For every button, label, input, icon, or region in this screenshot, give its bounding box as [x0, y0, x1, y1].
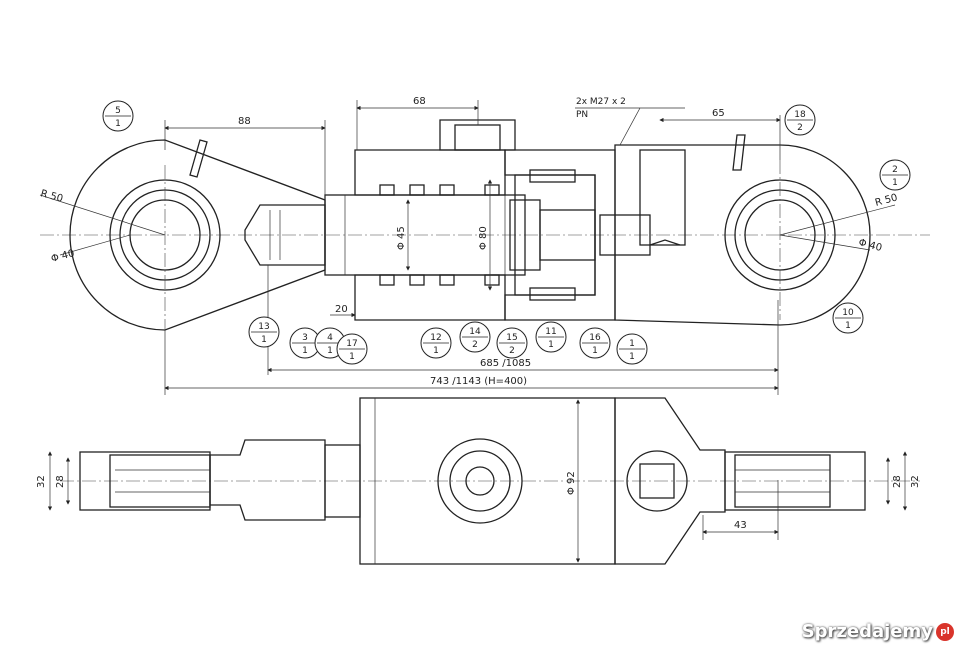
watermark-badge: pl — [936, 622, 954, 641]
dim-bore-dia: Φ 80 — [478, 226, 489, 250]
balloon-2: 21 — [879, 159, 911, 191]
balloon-11: 111 — [535, 321, 567, 353]
watermark: Sprzedajemy pl — [802, 621, 954, 642]
balloon-bottom-text: 2 — [509, 346, 515, 356]
balloon-bottom-text: 1 — [433, 346, 439, 356]
balloon-14: 142 — [459, 321, 491, 353]
balloon-top-text: 3 — [302, 333, 308, 343]
plan-view: 32 28 32 28 Φ 92 43 — [36, 397, 921, 565]
balloon-1: 11 — [616, 333, 648, 365]
dim-20: 20 — [335, 304, 348, 315]
balloon-top-text: 15 — [506, 333, 517, 343]
dim-rod-dia: Φ 45 — [396, 226, 407, 250]
balloon-bottom-text: 1 — [302, 346, 308, 356]
rod-plan — [209, 439, 326, 521]
right-eye-bore — [724, 179, 836, 291]
dim-32-left: 32 — [36, 475, 47, 488]
balloon-bottom-text: 1 — [592, 346, 598, 356]
balloon-bottom-text: 1 — [629, 352, 635, 362]
rear-block-plan — [614, 397, 726, 565]
dim-port: 2x M27 x 2 — [576, 97, 626, 107]
dim-total: 743 /1143 (H=400) — [430, 376, 527, 387]
dim-r50-left: R 50 — [39, 188, 64, 205]
dim-88: 88 — [238, 116, 251, 127]
left-grease-nipple — [189, 139, 208, 178]
balloon-18: 182 — [784, 104, 816, 136]
watermark-text: Sprzedajemy — [801, 621, 933, 642]
dim-43: 43 — [734, 520, 747, 531]
balloon-top-text: 5 — [115, 106, 121, 116]
dim-68: 68 — [413, 96, 426, 107]
balloon-3: 31 — [289, 327, 321, 359]
dim-32-right: 32 — [910, 475, 921, 488]
balloon-bottom-text: 1 — [845, 321, 851, 331]
dimension-lines — [39, 100, 896, 395]
balloon-bottom-text: 1 — [261, 335, 267, 345]
balloon-bottom-text: 1 — [892, 178, 898, 188]
balloon-bottom-text: 1 — [349, 352, 355, 362]
balloon-10: 101 — [832, 302, 864, 334]
balloon-top-text: 12 — [430, 333, 441, 343]
dim-28-right: 28 — [892, 475, 903, 488]
balloon-bottom-text: 2 — [797, 123, 803, 133]
balloon-12: 121 — [420, 327, 452, 359]
balloon-top-text: 16 — [589, 333, 601, 343]
port-rear-plan — [626, 450, 688, 512]
balloon-bottom-text: 1 — [548, 340, 554, 350]
balloon-top-text: 14 — [469, 327, 481, 337]
dim-65: 65 — [712, 108, 725, 119]
balloon-top-text: 2 — [892, 165, 898, 175]
balloon-13: 131 — [248, 316, 280, 348]
right-port-bore — [639, 149, 686, 246]
dim-d40-left: Φ 40 — [50, 248, 76, 265]
right-eye-plan — [724, 451, 866, 511]
dim-r50-right: R 50 — [874, 192, 899, 209]
right-grease-nipple — [732, 134, 746, 171]
balloon-top-text: 13 — [258, 322, 269, 332]
balloon-top-text: 4 — [327, 333, 333, 343]
dim-d40-right: Φ 40 — [857, 237, 883, 254]
balloon-top-text: 17 — [346, 339, 357, 349]
balloon-16: 161 — [579, 327, 611, 359]
balloon-bottom-text: 2 — [472, 340, 478, 350]
balloon-bottom-text: 1 — [115, 119, 121, 129]
left-eye-bore — [109, 179, 221, 291]
dim-stroke: 685 /1085 — [480, 358, 531, 369]
balloon-5: 51 — [102, 100, 134, 132]
balloon-17: 171 — [336, 333, 368, 365]
balloon-top-text: 10 — [842, 308, 854, 318]
balloon-15: 152 — [496, 327, 528, 359]
left-eye-body — [69, 139, 326, 331]
dim-body-dia: Φ 92 — [566, 471, 577, 495]
right-clevis-body — [614, 144, 871, 326]
balloon-top-text: 18 — [794, 110, 806, 120]
balloon-top-text: 11 — [545, 327, 556, 337]
balloon-top-text: 1 — [629, 339, 635, 349]
balloon-bottom-text: 1 — [327, 346, 333, 356]
port-top-plan — [437, 438, 523, 524]
dim-port-sub: PN — [576, 110, 588, 120]
dim-28-left: 28 — [55, 475, 66, 488]
section-view: 88 68 2x M27 x 2 PN 65 R 50 R 50 Φ 40 Φ … — [39, 96, 930, 395]
